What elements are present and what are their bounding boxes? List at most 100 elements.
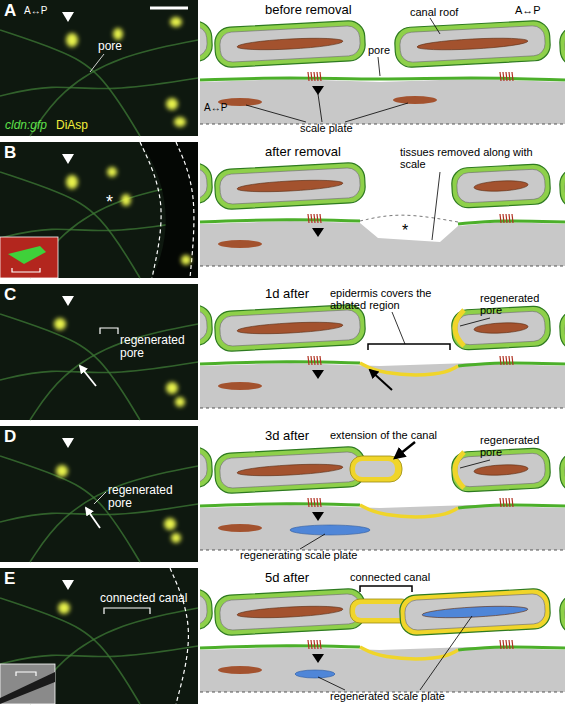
scale-plate: [237, 320, 343, 336]
photo-panel: Econnected canal: [0, 568, 198, 704]
canal-roof-tissue: [200, 594, 208, 630]
scale-plate: [422, 604, 528, 620]
epidermis: [200, 362, 360, 364]
leader-line: [246, 105, 306, 122]
scale-plate: [474, 180, 528, 193]
leader-line: [392, 312, 405, 344]
new-epidermis: [360, 363, 458, 375]
photo-panel: AA↔Pporecldn:gfpDiAsp: [0, 0, 198, 136]
scale-pocket: [200, 589, 213, 636]
scale-pocket: [214, 588, 366, 636]
stage-title: 5d after: [265, 571, 325, 586]
dermis-tissue: [200, 505, 565, 550]
scale-pocket: [451, 163, 551, 208]
photo-panel: Cregenerated pore: [0, 284, 198, 420]
neuromast-symbol: [308, 356, 309, 365]
neuromast-symbol: [503, 640, 504, 649]
regenerated-scale-plate: [295, 670, 335, 678]
structure-label: connected canal: [100, 592, 195, 605]
canal-roof-tissue: [200, 310, 208, 346]
neuromast-symbol: [317, 356, 318, 365]
leader-line: [420, 616, 472, 690]
neuromast-symbol: [506, 356, 507, 365]
scale-plate: [474, 464, 528, 477]
canal-roof-tissue: [219, 309, 360, 346]
structure-label: tissues removed along with scale: [400, 146, 560, 171]
neuromast-symbol: [503, 356, 504, 365]
pointer-arrow: [395, 442, 415, 458]
epidermal-layer: [394, 20, 551, 68]
axis-label: A↔P: [24, 5, 64, 16]
leader-line: [378, 57, 380, 76]
neuromast-symbol: [311, 498, 312, 507]
neuromast-symbol: [311, 356, 312, 365]
structure-label: regenerated pore: [480, 292, 560, 317]
neuromast-symbol: [512, 356, 513, 365]
scale-plate: [237, 36, 343, 52]
leader-line: [432, 172, 440, 240]
scale-pocket: [559, 163, 565, 209]
bracket: [368, 344, 450, 350]
arrowhead-marker: [312, 86, 324, 95]
scale-pocket: [394, 20, 551, 68]
epidermis: [458, 221, 565, 224]
structure-label: epidermis covers the ablated region: [330, 287, 470, 312]
epidermal-layer: [214, 162, 366, 210]
dermis-tissue: [200, 363, 565, 408]
stage-title: before removal: [265, 3, 405, 18]
canal-roof-tissue: [564, 452, 565, 488]
scale-pocket: [559, 447, 565, 493]
canal-roof-tissue: [200, 26, 208, 62]
neuromast-symbol: [317, 498, 318, 507]
neuromast-symbol: [308, 72, 309, 81]
neuromast-symbol: [314, 356, 315, 365]
structure-label: regenerated pore: [480, 434, 560, 459]
neuromast-symbol: [317, 214, 318, 223]
epidermal-layer: [214, 20, 366, 68]
stain-label: cldn:gfp: [5, 119, 61, 132]
epidermis: [458, 647, 565, 650]
neuromast-symbol: [320, 72, 321, 81]
scale-pocket: [200, 21, 213, 68]
epidermal-layer: [200, 163, 213, 210]
dermis-tissue: [200, 647, 565, 692]
scale-pocket: [559, 589, 565, 635]
scale-pocket: [214, 20, 366, 68]
tissue-boundary: [200, 266, 565, 267]
neuromast-symbol: [317, 640, 318, 649]
asterisk-mark: *: [106, 192, 120, 212]
neuromast-symbol: [314, 214, 315, 223]
structure-label: connected canal: [350, 571, 460, 583]
canal-roof-tissue: [219, 451, 360, 488]
neuromast-symbol: [506, 640, 507, 649]
schematic-panel: [200, 162, 565, 266]
neuromast-symbol: [509, 214, 510, 223]
tissue-boundary: [200, 124, 565, 125]
scale-plate: [417, 36, 528, 52]
epidermal-layer: [399, 588, 551, 636]
epidermal-layer: [559, 305, 565, 351]
canal-extension: [350, 456, 402, 482]
dermis-tissue: [200, 221, 565, 266]
dermis-tissue: [200, 79, 565, 124]
neuromast-symbol: [512, 498, 513, 507]
epidermis: [200, 78, 565, 80]
canal-roof-tissue: [404, 593, 545, 630]
canal-roof-tissue: [564, 310, 565, 346]
regenerating-scale-plate: [290, 525, 370, 535]
scale-pocket: [214, 162, 366, 210]
tissue-boundary: [200, 408, 565, 409]
structure-label: regenerated pore: [120, 334, 195, 361]
panel-letter: B: [4, 143, 26, 162]
neuromast-symbol: [509, 356, 510, 365]
epidermal-layer: [559, 21, 565, 67]
canal-roof-tissue: [219, 25, 360, 62]
bracket: [360, 586, 412, 592]
scale-plate: [237, 604, 343, 620]
neuromast-symbol: [500, 214, 501, 223]
epidermal-layer: [200, 589, 213, 636]
structure-label: scale plate: [300, 122, 380, 134]
arrowhead-marker: [312, 370, 324, 379]
scale-pocket: [200, 305, 213, 352]
